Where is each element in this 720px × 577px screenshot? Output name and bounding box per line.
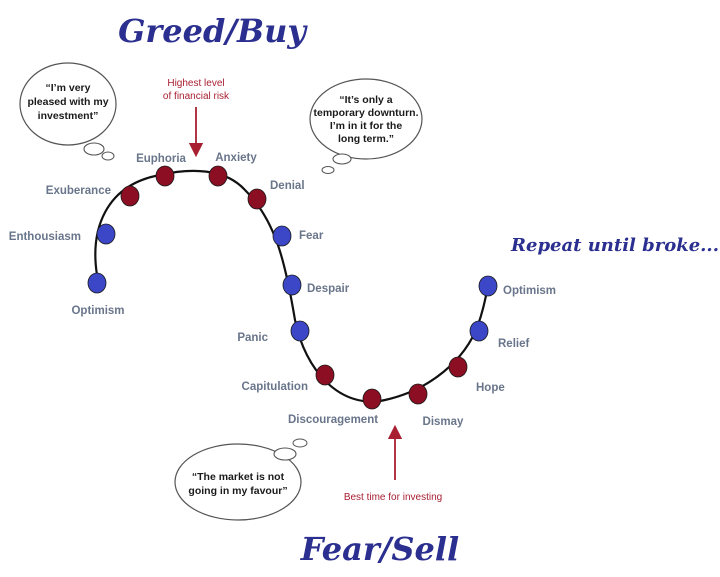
thought-bubble-market: “The market is not going in my favour” xyxy=(174,438,308,521)
best-time-text: Best time for investing xyxy=(344,492,442,503)
pleased-line-1: “I’m very xyxy=(46,82,91,94)
stage-dot-fear xyxy=(272,225,292,247)
downturn-line-3: I’m in it for the xyxy=(330,120,402,132)
stage-dot-optimism-start xyxy=(87,272,107,294)
stage-label-optimism-end: Optimism xyxy=(503,285,556,297)
stage-label-euphoria: Euphoria xyxy=(136,153,186,165)
downturn-line-1: “It’s only a xyxy=(339,94,392,106)
stage-dot-enthousiasm xyxy=(96,223,116,245)
stage-label-optimism-start: Optimism xyxy=(71,305,124,317)
stage-layer: Optimism Enthousiasm Exuberance Euphoria Anx… xyxy=(9,152,556,428)
fear-sell-title: Fear/Sell xyxy=(300,530,459,568)
stage-label-discouragement: Discouragement xyxy=(288,414,378,426)
thought-bubble-pleased: “I’m very pleased with my investment” xyxy=(19,62,117,161)
stage-dot-hope xyxy=(448,356,468,378)
stage-dot-denial xyxy=(247,188,267,210)
downturn-line-4: long term.” xyxy=(338,133,394,145)
stage-label-fear: Fear xyxy=(299,230,324,242)
market-line-1: “The market is not xyxy=(192,471,285,483)
stage-dot-anxiety xyxy=(208,165,228,187)
stage-dot-exuberance xyxy=(120,185,140,207)
pleased-line-3: investment” xyxy=(38,110,99,122)
stage-dot-relief xyxy=(469,320,489,342)
cycle-curve xyxy=(94,169,490,403)
stage-label-dismay: Dismay xyxy=(423,416,465,428)
thought-bubble-downturn: “It’s only a temporary downturn. I’m in … xyxy=(309,78,423,174)
stage-label-panic: Panic xyxy=(237,332,268,344)
stage-label-anxiety: Anxiety xyxy=(215,152,257,164)
stage-dot-optimism-end xyxy=(478,275,498,297)
highest-risk-line-1: Highest level xyxy=(167,78,224,89)
downturn-line-2: temporary downturn. xyxy=(313,107,418,119)
stage-label-exuberance: Exuberance xyxy=(46,185,111,197)
stage-label-hope: Hope xyxy=(476,382,505,394)
pleased-line-2: pleased with my xyxy=(27,96,108,108)
repeat-until-broke-text: Repeat until broke... xyxy=(510,235,719,256)
stage-dot-dismay xyxy=(408,383,428,405)
stage-label-relief: Relief xyxy=(498,338,529,350)
stage-dot-despair xyxy=(282,274,302,296)
stage-label-denial: Denial xyxy=(270,180,305,192)
stage-dot-capitulation xyxy=(315,364,335,386)
highest-risk-line-2: of financial risk xyxy=(163,91,230,102)
stage-dot-panic xyxy=(290,320,310,342)
stage-label-despair: Despair xyxy=(307,283,350,295)
stage-label-enthousiasm: Enthousiasm xyxy=(9,231,81,243)
stage-dot-discouragement xyxy=(362,388,382,410)
stage-label-capitulation: Capitulation xyxy=(242,381,308,393)
greed-buy-title: Greed/Buy xyxy=(118,12,308,50)
stage-dot-euphoria xyxy=(155,165,175,187)
market-line-2: going in my favour” xyxy=(188,485,287,497)
